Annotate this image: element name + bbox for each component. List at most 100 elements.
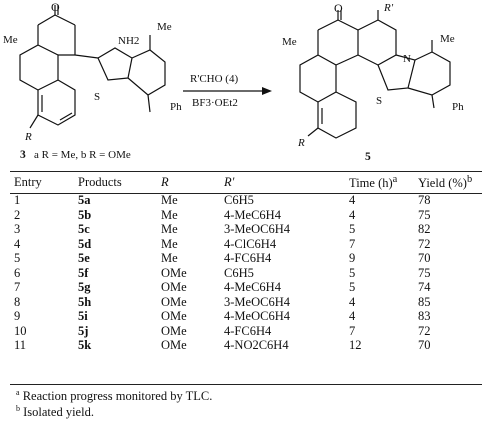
col-entry: Entry	[14, 174, 42, 189]
table-cell: 3	[14, 222, 21, 236]
table-cell: 4	[349, 207, 356, 222]
atom-s: S	[94, 91, 100, 103]
table-cell: 5i	[78, 309, 88, 323]
col-products: Products	[78, 174, 122, 189]
product-atom-r-prime: R'	[383, 2, 394, 14]
atom-ph: Ph	[170, 101, 182, 113]
table-top-rule	[10, 171, 482, 172]
product-atom-n: N	[403, 53, 411, 65]
table-cell: 4	[349, 193, 356, 207]
table-header-rule	[10, 193, 482, 194]
col-r-prime: R'	[224, 174, 235, 189]
table-cell: OMe	[161, 309, 187, 323]
col-yield: Yield (%)b	[418, 173, 473, 190]
table-cell: 5e	[78, 251, 90, 265]
table-cell: 4-MeC6H4	[224, 207, 281, 222]
atom-r: R	[24, 131, 32, 143]
table-cell: 7	[349, 236, 356, 251]
table-cell: 5b	[78, 207, 92, 222]
table-cell: 5	[14, 251, 21, 265]
table-cell: 5d	[78, 236, 92, 251]
col-r: R	[161, 174, 169, 189]
atom-me: Me	[157, 21, 172, 33]
table-cell: 4	[349, 294, 356, 309]
reactant-structure	[19, 5, 166, 129]
table-cell: 9	[349, 251, 356, 265]
table-cell: 6	[14, 265, 21, 280]
table-row: 5 5e Me 4-FC6H4 9 70	[10, 251, 482, 266]
table-cell: 9	[14, 309, 21, 323]
table-cell: OMe	[161, 265, 187, 280]
product-label: 5	[365, 151, 371, 163]
table-cell: Me	[161, 222, 178, 236]
table-cell: 72	[418, 323, 431, 338]
table-cell: 4	[14, 236, 21, 251]
table-cell: 85	[418, 294, 431, 309]
table-cell: 5c	[78, 222, 90, 236]
table-cell: 70	[418, 338, 431, 352]
table-cell: 5j	[78, 323, 89, 338]
table-cell: 7	[14, 280, 21, 294]
table-cell: 7	[349, 323, 356, 338]
table-cell: 4	[349, 309, 356, 323]
table-cell: 70	[418, 251, 431, 265]
table-cell: 5	[349, 280, 356, 294]
table-cell: 75	[418, 207, 431, 222]
atom-o: O	[51, 0, 60, 14]
table-cell: 3-MeOC6H4	[224, 294, 290, 309]
reactant-desc: a R = Me, b R = OMe	[34, 149, 131, 161]
table-cell: OMe	[161, 338, 187, 352]
table-cell: 78	[418, 193, 431, 207]
product-atom-me-n: Me	[282, 36, 297, 48]
footnote-b: b Isolated yield.	[16, 404, 94, 420]
product-atom-o: O	[334, 1, 343, 15]
table-cell: C6H5	[224, 265, 254, 280]
table-cell: Me	[161, 207, 178, 222]
reagent-top: R'CHO (4)	[190, 73, 238, 85]
table-header-row: Entry Products R R' Time (h)a Yield (%)b	[10, 171, 482, 193]
atom-me-n: Me	[3, 34, 18, 46]
table-cell: 8	[14, 294, 21, 309]
table-cell: 83	[418, 309, 431, 323]
reactant-label: 3	[20, 149, 26, 161]
table-cell: 72	[418, 236, 431, 251]
col-time: Time (h)a	[349, 173, 398, 190]
table-cell: 11	[14, 338, 27, 352]
table-cell: 4-ClC6H4	[224, 236, 277, 251]
table-cell: 74	[418, 280, 431, 294]
table-cell: 10	[14, 323, 27, 338]
table-bottom-rule	[10, 384, 482, 385]
table-cell: 82	[418, 222, 431, 236]
table-cell: 5g	[78, 280, 91, 294]
table-row: 8 5h OMe 3-MeOC6H4 4 85	[10, 295, 482, 310]
table-cell: 5	[349, 222, 356, 236]
table-cell: 5a	[78, 193, 91, 207]
table-cell: Me	[161, 251, 178, 265]
table-cell: Me	[161, 193, 178, 207]
reaction-arrow	[183, 87, 272, 95]
table-cell: 1	[14, 193, 21, 207]
table-row: 9 5i OMe 4-MeOC6H4 4 83	[10, 309, 482, 324]
table-cell: 5	[349, 265, 356, 280]
table-cell: OMe	[161, 294, 187, 309]
product-atom-me: Me	[440, 33, 455, 45]
product-atom-s: S	[376, 95, 382, 107]
atom-nh2: NH2	[118, 35, 139, 47]
table-cell: 4-FC6H4	[224, 251, 272, 265]
results-table: Entry Products R R' Time (h)a Yield (%)b…	[10, 171, 482, 353]
product-structure	[299, 10, 451, 139]
table-cell: 4-MeOC6H4	[224, 309, 290, 323]
footnote-a: a Reaction progress monitored by TLC.	[16, 388, 213, 404]
table-cell: OMe	[161, 280, 187, 294]
table-cell: 5k	[78, 338, 92, 352]
table-cell: OMe	[161, 323, 187, 338]
table-cell: 5h	[78, 294, 92, 309]
table-row: 6 5f OMe C6H5 5 75	[10, 266, 482, 281]
table-cell: 75	[418, 265, 431, 280]
table-cell: 5f	[78, 265, 89, 280]
